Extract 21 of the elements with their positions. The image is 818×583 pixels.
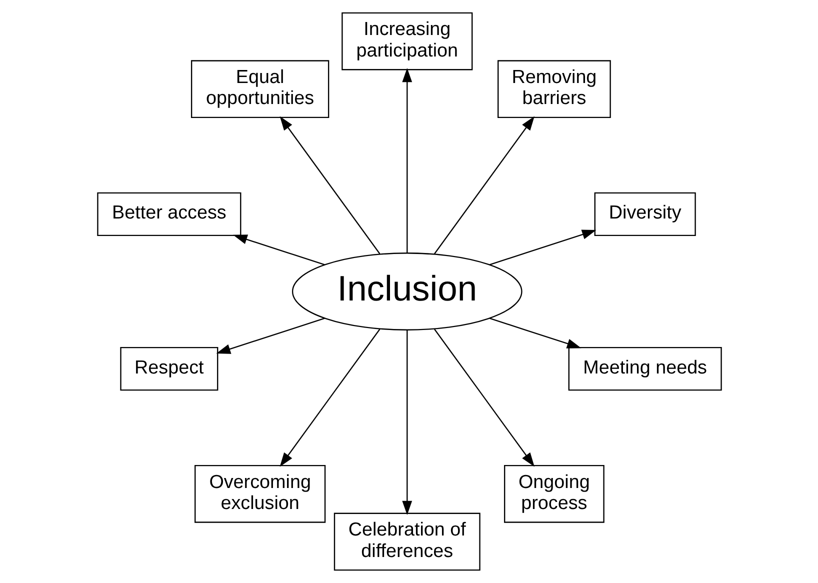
node-box: Increasing participation xyxy=(341,12,472,70)
arrow xyxy=(232,234,324,266)
node-ellipse: Inclusion xyxy=(291,252,522,330)
node-box: Better access xyxy=(96,192,241,236)
arrow xyxy=(279,116,380,254)
arrow xyxy=(489,318,581,348)
node-box: Overcoming exclusion xyxy=(194,464,326,523)
arrow xyxy=(402,68,412,253)
arrow xyxy=(489,230,596,266)
arrow xyxy=(433,116,534,254)
node-box: Ongoing process xyxy=(504,464,604,523)
arrow xyxy=(433,328,534,467)
node-box: Diversity xyxy=(594,192,696,236)
node-box: Equal opportunities xyxy=(190,60,329,118)
node-box: Celebration of differences xyxy=(333,512,480,571)
arrow xyxy=(402,330,412,516)
node-box: Meeting needs xyxy=(568,346,722,391)
arrow xyxy=(279,328,380,467)
arrow xyxy=(216,318,324,354)
node-box: Respect xyxy=(120,346,218,391)
node-box: Removing barriers xyxy=(497,60,610,118)
